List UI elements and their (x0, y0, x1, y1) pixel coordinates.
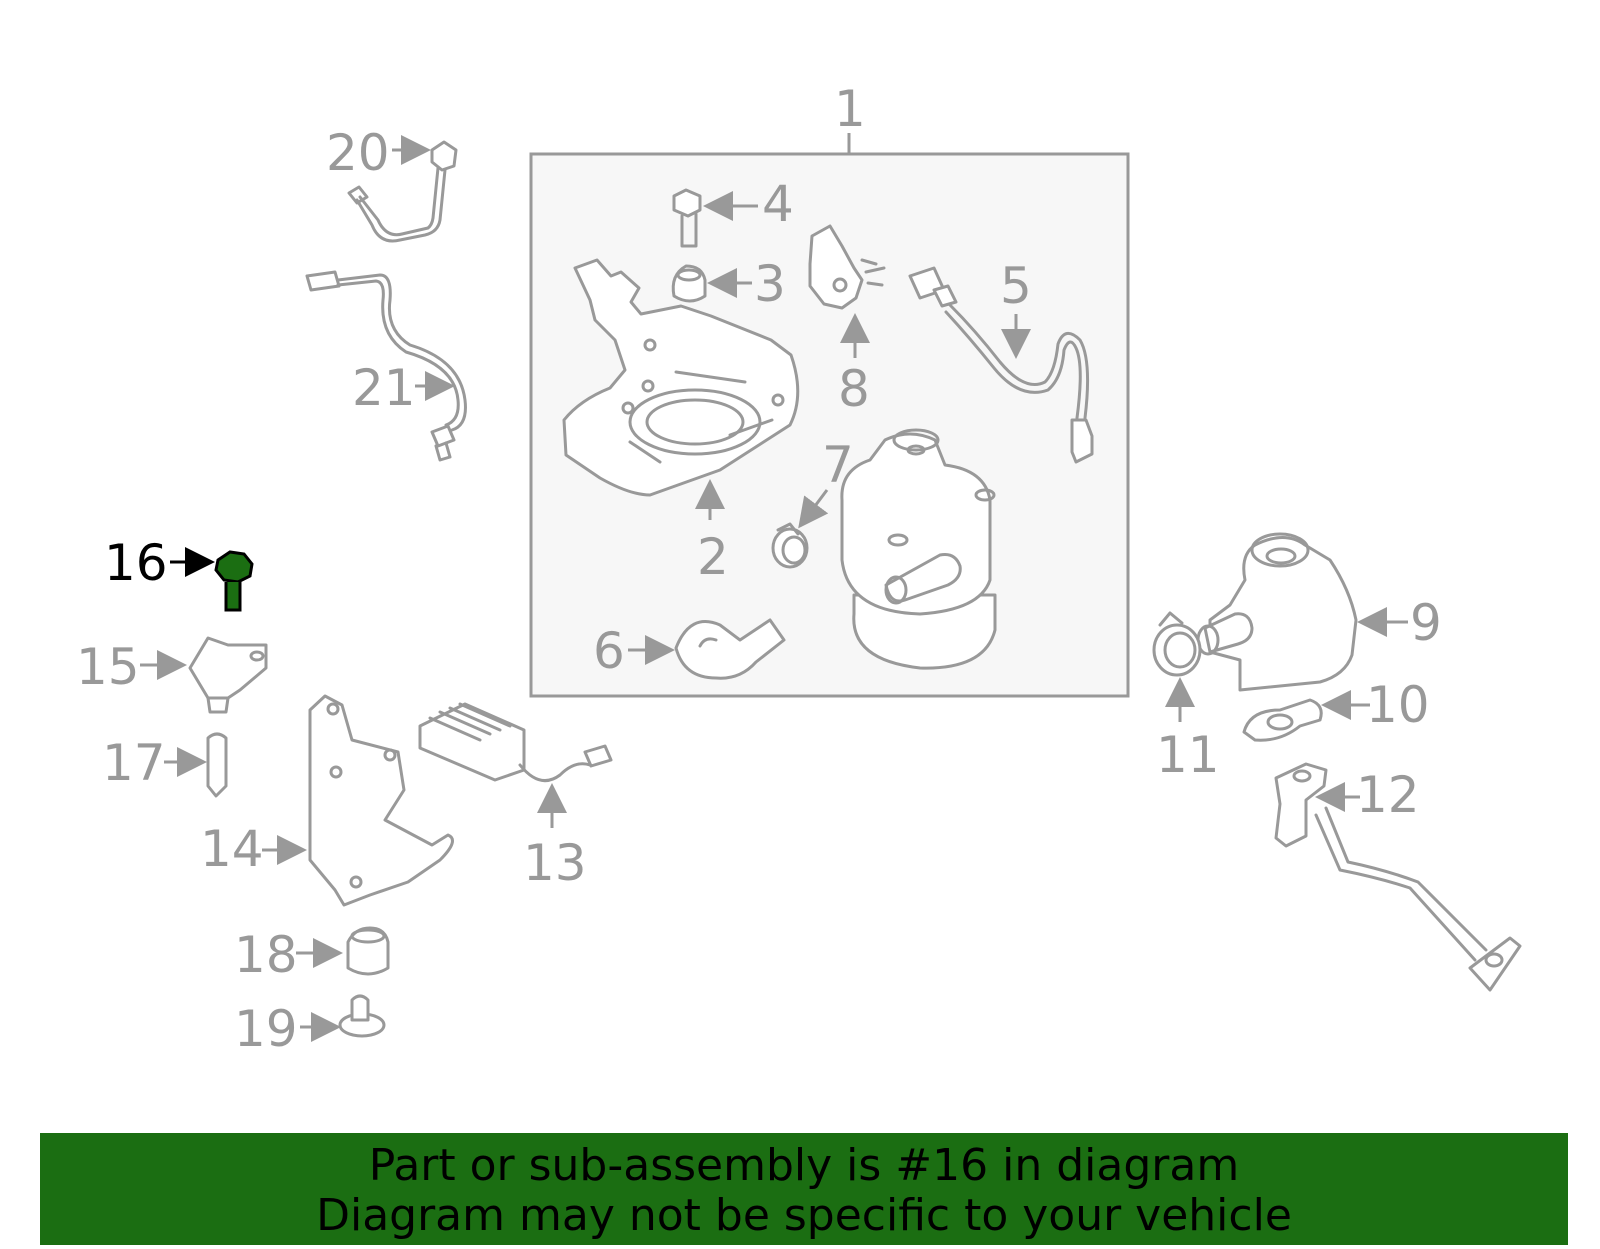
callout-4: 4 (762, 175, 794, 233)
part-15-sensor[interactable] (188, 636, 268, 714)
part-5-harness[interactable] (908, 266, 1094, 464)
part-6-hose[interactable] (674, 618, 786, 680)
callout-10: 10 (1366, 676, 1430, 734)
callout-13: 13 (523, 834, 587, 892)
callout-12: 12 (1356, 766, 1420, 824)
callout-16: 16 (104, 534, 168, 592)
callout-21: 21 (352, 359, 416, 417)
callout-18: 18 (234, 926, 298, 984)
part-17-pin[interactable] (206, 732, 228, 798)
part-11-clamp[interactable] (1152, 611, 1202, 677)
callout-11: 11 (1156, 726, 1220, 784)
callout-19: 19 (234, 1000, 298, 1058)
part-4-bolt[interactable] (672, 188, 702, 248)
callout-17: 17 (102, 734, 166, 792)
callout-20: 20 (326, 124, 390, 182)
part-9-pump[interactable] (1196, 532, 1358, 692)
part-21-sensor[interactable] (305, 270, 467, 462)
part-10-gasket[interactable] (1242, 698, 1323, 742)
callout-6: 6 (593, 622, 625, 680)
callout-9: 9 (1410, 594, 1442, 652)
callout-3: 3 (754, 255, 786, 313)
callout-2: 2 (697, 528, 729, 586)
footer-line-2: Diagram may not be specific to your vehi… (316, 1190, 1292, 1241)
part-2-bracket[interactable] (562, 258, 800, 497)
callout-5: 5 (1000, 257, 1032, 315)
part-8-sensor[interactable] (808, 224, 886, 310)
air-pump[interactable] (840, 428, 997, 670)
part-19-clip[interactable] (338, 994, 386, 1038)
part-3-grommet[interactable] (671, 264, 707, 303)
callout-15: 15 (76, 638, 140, 696)
part-16-bolt[interactable] (214, 550, 254, 612)
callout-1: 1 (834, 80, 866, 138)
part-12-pipe[interactable] (1274, 762, 1522, 992)
callout-7: 7 (822, 436, 854, 494)
footer-banner: Part or sub-assembly is #16 in diagram D… (40, 1133, 1568, 1245)
part-14-bracket[interactable] (308, 694, 454, 907)
callout-8: 8 (838, 360, 870, 418)
leader-lines (140, 135, 1408, 1042)
part-7-clamp[interactable] (771, 522, 809, 569)
part-20-sensor[interactable] (347, 140, 458, 243)
part-18-cap[interactable] (346, 926, 390, 976)
part-13-module[interactable] (418, 702, 613, 783)
footer-line-1: Part or sub-assembly is #16 in diagram (368, 1140, 1240, 1191)
callout-14: 14 (200, 820, 264, 878)
